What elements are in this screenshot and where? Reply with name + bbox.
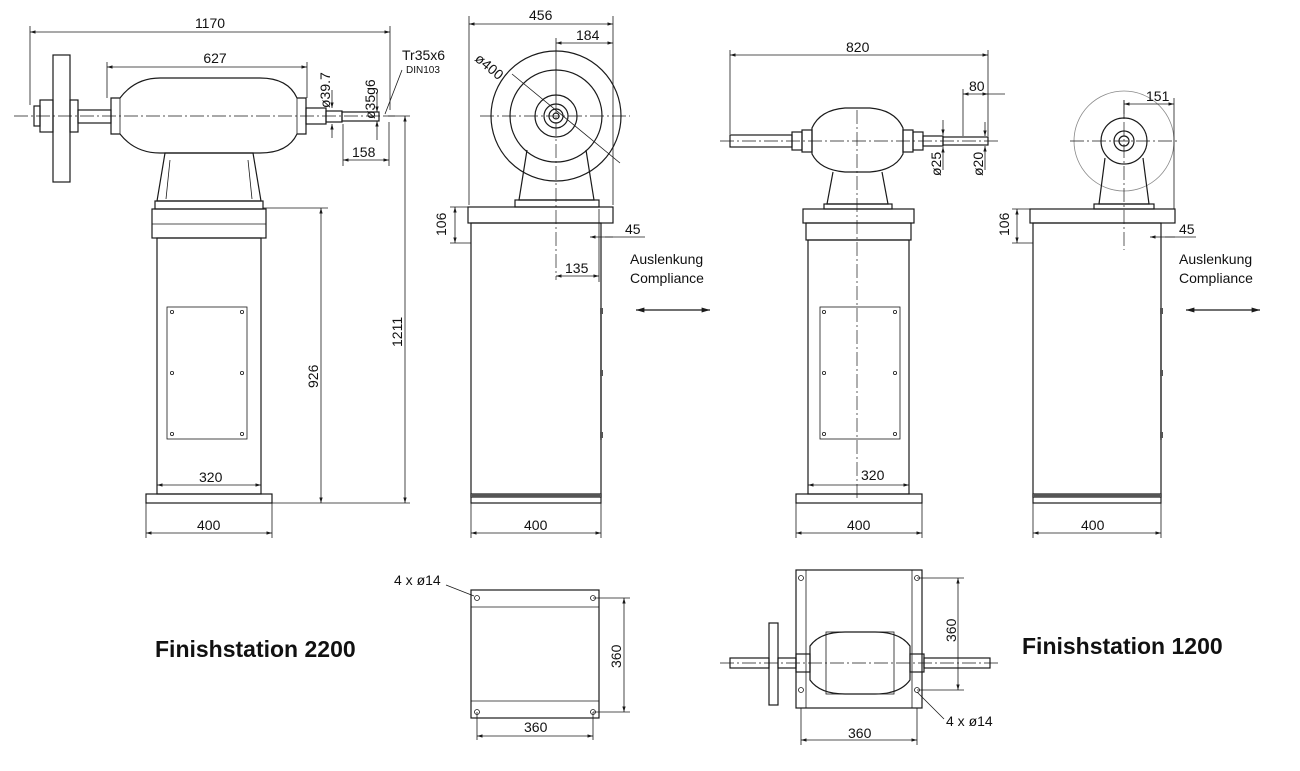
dim-135: 135 [565, 260, 589, 276]
dim-456: 456 [529, 7, 553, 23]
dim-shaft-tip-1200: ø20 [970, 152, 986, 176]
dim-400: 400 [197, 517, 221, 533]
fs1200-front-view: 820 80 ø25 ø20 320 400 [720, 39, 1005, 538]
dim-45: 45 [1179, 221, 1195, 237]
thread-standard: DIN103 [406, 65, 440, 76]
fs2200-front-view: 1170 627 ø39.7 ø35g6 Tr35x6 DIN103 158 9… [14, 15, 445, 538]
dim-184: 184 [576, 27, 600, 43]
fs1200-side-view: 151 106 45 400 Auslenkung Compliance [996, 88, 1260, 538]
dim-627: 627 [203, 50, 227, 66]
dim-158: 158 [352, 144, 376, 160]
dim-320: 320 [861, 467, 885, 483]
dim-151: 151 [1146, 88, 1170, 104]
dim-360-width: 360 [848, 725, 872, 741]
dim-shaft-dia: ø39.7 [317, 72, 333, 108]
fs2200-side-view: 456 184 ø400 106 45 135 400 Auslenkung C… [433, 7, 710, 538]
dim-400: 400 [1081, 517, 1105, 533]
dim-400: 400 [524, 517, 548, 533]
dim-shaft-fit: ø35g6 [362, 79, 378, 119]
fs2200-plan-view: 4 x ø14 360 360 [394, 572, 630, 740]
dim-360-depth: 360 [943, 618, 959, 642]
thread-label: Tr35x6 [402, 47, 445, 63]
compliance-label-de: Auslenkung [1179, 251, 1252, 267]
dim-926: 926 [305, 364, 321, 388]
title-finishstation-2200: Finishstation 2200 [155, 636, 356, 662]
compliance-label-en: Compliance [630, 270, 704, 286]
dim-360-width: 360 [524, 719, 548, 735]
compliance-label-de: Auslenkung [630, 251, 703, 267]
dim-360-depth: 360 [608, 644, 624, 668]
dim-45: 45 [625, 221, 641, 237]
holes-label: 4 x ø14 [946, 713, 993, 729]
dim-320: 320 [199, 469, 223, 485]
dim-shaft-dia-1200: ø25 [928, 152, 944, 176]
holes-label: 4 x ø14 [394, 572, 441, 588]
dim-106: 106 [996, 212, 1012, 236]
dim-80: 80 [969, 78, 985, 94]
title-finishstation-1200: Finishstation 1200 [1022, 633, 1223, 659]
dim-1211: 1211 [389, 317, 405, 347]
fs1200-plan-view: 360 4 x ø14 360 [720, 569, 1000, 745]
dim-1170: 1170 [195, 15, 225, 31]
dim-400: 400 [847, 517, 871, 533]
dim-820: 820 [846, 39, 870, 55]
compliance-label-en: Compliance [1179, 270, 1253, 286]
dim-wheel-dia: ø400 [472, 50, 507, 83]
dim-106: 106 [433, 212, 449, 236]
